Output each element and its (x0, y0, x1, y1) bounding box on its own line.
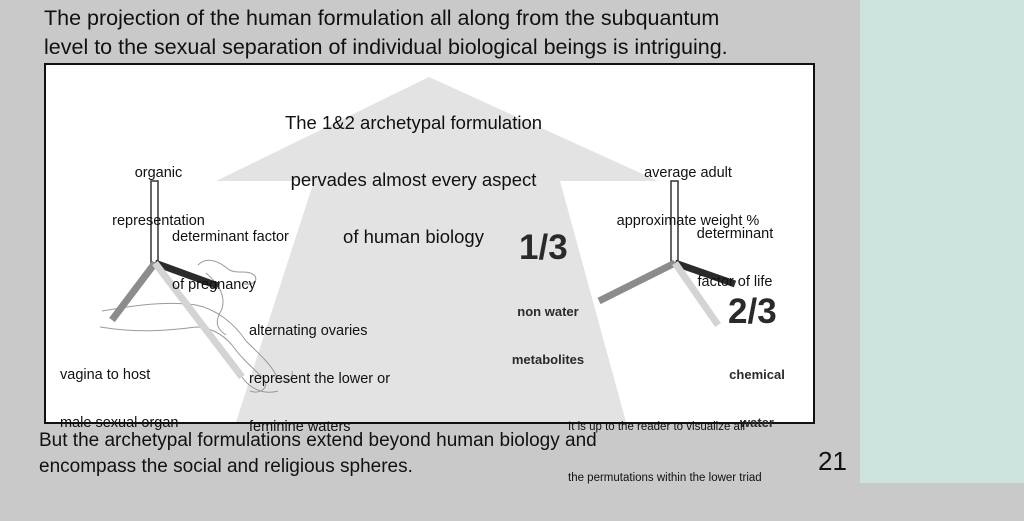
metabolites-label: non water metabolites (508, 272, 588, 400)
ovaries-line-3: feminine waters (249, 419, 351, 435)
pregnancy-line-1: determinant factor (172, 229, 289, 245)
headline-line-2: pervades almost every aspect (290, 169, 537, 190)
left-dark-arm (153, 259, 220, 290)
organic-line-2: representation (112, 213, 205, 229)
left-light-arm (152, 260, 245, 380)
water-line-1: chemical (729, 367, 785, 382)
right-dark-arm (673, 259, 737, 288)
vagina-line-2: male sexual organ (60, 415, 179, 431)
fraction-two-thirds: 2/3 (728, 292, 777, 331)
metabolites-line-1: non water (517, 304, 579, 319)
organic-representation-label: organic representation (96, 133, 221, 261)
vagina-label: vagina to host male sexual organ (60, 335, 179, 463)
organic-line-1: organic (134, 165, 183, 181)
diagram-graphics (99, 77, 737, 422)
upward-arrow (216, 77, 658, 422)
intro-text: The projection of the human formulation … (44, 4, 844, 62)
weight-line-1: average adult (644, 165, 732, 181)
diagram-headline: The 1&2 archetypal formulation pervades … (271, 75, 556, 284)
outro-line-2: encompass the social and religious spher… (39, 456, 413, 477)
outro-text: But the archetypal formulations extend b… (39, 428, 759, 480)
chemical-water-label: chemical water (722, 335, 792, 463)
note-line-1: It is up to the reader to visualize all (568, 421, 746, 433)
intro-line-2: level to the sexual separation of indivi… (44, 35, 728, 59)
right-mid-arm (597, 259, 677, 305)
water-line-2: water (740, 415, 774, 430)
vagina-line-1: vagina to host (60, 367, 151, 383)
ovaries-label: alternating ovaries represent the lower … (249, 291, 390, 467)
pregnancy-line-2: of pregnancy (172, 277, 256, 293)
metabolites-line-2: metabolites (511, 352, 585, 367)
reproductive-organ-sketch (99, 259, 293, 393)
side-panel (860, 0, 1024, 483)
headline-line-3: of human biology (343, 226, 484, 247)
intro-line-1: The projection of the human formulation … (44, 6, 720, 30)
fraction-one-third: 1/3 (519, 228, 568, 267)
life-line-1: determinant (696, 226, 774, 242)
page-number: 21 (818, 446, 847, 476)
right-light-arm (672, 261, 721, 327)
life-line-2: factor of life (697, 274, 773, 290)
outro-line-1: But the archetypal formulations extend b… (39, 430, 597, 451)
reader-note: It is up to the reader to visualize all … (568, 385, 762, 521)
note-line-2: the permutations within the lower triad (568, 472, 762, 484)
life-label: determinant factor of life (682, 194, 788, 322)
ovaries-line-2: represent the lower or (249, 371, 391, 387)
weight-label: average adult approximate weight % (598, 133, 778, 261)
pregnancy-label: determinant factor of pregnancy (172, 197, 289, 325)
headline-line-1: The 1&2 archetypal formulation (284, 112, 543, 133)
diagram-panel: The 1&2 archetypal formulation pervades … (44, 63, 815, 484)
ovaries-line-1: alternating ovaries (249, 323, 368, 339)
weight-line-2: approximate weight % (616, 213, 760, 229)
left-mid-arm (109, 260, 158, 323)
